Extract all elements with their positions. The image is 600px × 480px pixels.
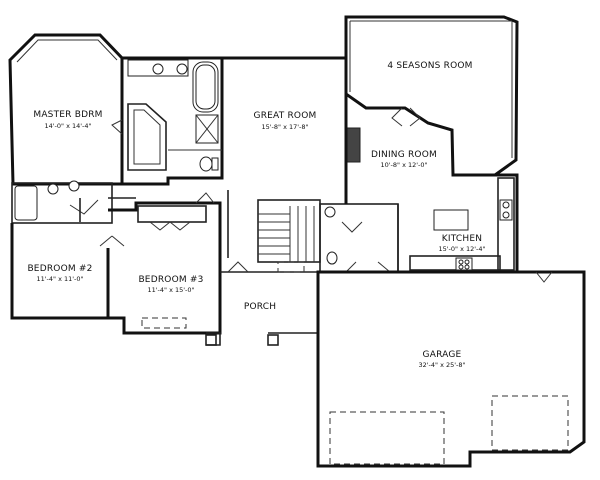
toilet-icon xyxy=(199,156,213,172)
great-room-dims: 15'-8" x 17'-8" xyxy=(261,123,308,131)
master-bath xyxy=(127,59,222,172)
bedroom-2-dims: 11'-4" x 11'-0" xyxy=(36,275,83,283)
master-bedroom xyxy=(8,33,224,186)
hallway xyxy=(79,197,136,222)
kitchen-dims: 15'-0" x 12'-4" xyxy=(438,245,485,253)
four-seasons-room-label: 4 SEASONS ROOM xyxy=(387,61,472,71)
master-bedroom-dims: 14'-0" x 14'-4" xyxy=(44,122,91,130)
bedroom-2 xyxy=(10,223,125,320)
garage-label: GARAGE xyxy=(423,350,462,360)
sink-icon xyxy=(176,63,188,75)
master-bedroom-label: MASTER BDRM xyxy=(33,110,102,120)
four-seasons-room xyxy=(344,15,519,177)
stairs xyxy=(257,199,321,263)
hall-bath xyxy=(11,180,113,224)
bedroom-3-label: BEDROOM #3 xyxy=(138,275,203,285)
sink-icon xyxy=(68,180,80,192)
bedroom-2-label: BEDROOM #2 xyxy=(27,264,92,274)
dining-room-dims: 10'-8" x 12'-0" xyxy=(380,161,427,169)
garage xyxy=(316,270,586,468)
porch xyxy=(205,261,318,346)
great-room-label: GREAT ROOM xyxy=(254,111,317,121)
sink-icon xyxy=(324,206,336,218)
kitchen xyxy=(398,173,519,274)
bedroom-3 xyxy=(108,192,222,335)
dining-room xyxy=(344,94,399,272)
utility xyxy=(319,203,399,273)
sink-icon xyxy=(152,63,164,75)
garage-dims: 32'-4" x 25'-8" xyxy=(418,361,465,369)
bedroom-3-dims: 11'-4" x 15'-0" xyxy=(147,286,194,294)
toilet-icon xyxy=(47,183,59,195)
dining-room-label: DINING ROOM xyxy=(371,150,437,160)
kitchen-label: KITCHEN xyxy=(442,234,482,244)
porch-label: PORCH xyxy=(244,302,276,312)
great-room xyxy=(222,56,361,258)
toilet-icon xyxy=(326,251,338,265)
